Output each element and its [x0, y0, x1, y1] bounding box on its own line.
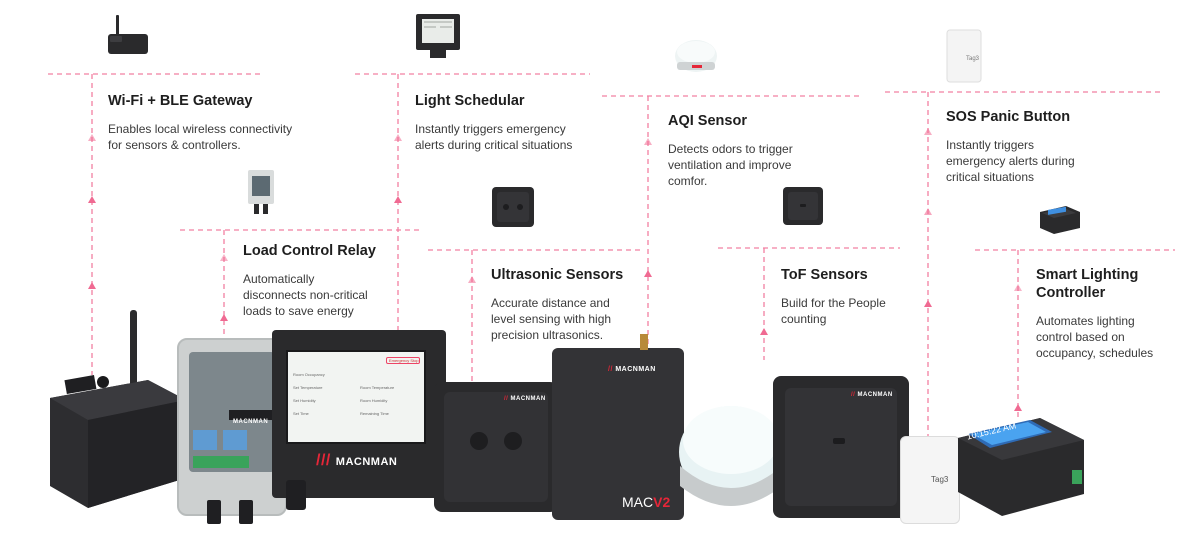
- panel-row: Remaining Time: [360, 411, 389, 416]
- light-schedular-device: Emergency Stop Room Occupancy Set Temper…: [272, 330, 446, 510]
- feature-desc: Instantly triggers emergency alerts duri…: [946, 138, 1075, 184]
- gateway-device: [50, 310, 186, 508]
- feature-tof: ToF Sensors Build for the People countin…: [781, 266, 981, 327]
- feature-title: Light Schedular: [415, 93, 525, 109]
- feature-desc: Accurate distance and level sensing with…: [491, 296, 612, 342]
- tof-device: // MACNMAN: [773, 376, 909, 518]
- mac-suffix: V2: [653, 494, 671, 510]
- relay-brand-badge: MACNMAN: [229, 410, 279, 425]
- mac-text: MAC: [622, 494, 654, 510]
- mac-model-label: MACV2: [622, 494, 670, 510]
- feature-sos: SOS Panic Button Instantly triggers emer…: [946, 108, 1146, 185]
- light-schedular-thumbnail: [416, 14, 460, 58]
- brand-text: MACNMAN: [335, 456, 398, 468]
- feature-desc: Build for the People counting: [781, 296, 886, 326]
- panel-row: Set Time: [293, 411, 309, 416]
- brand-text: MACNMAN: [233, 419, 269, 425]
- tof-thumbnail: [783, 187, 823, 225]
- brand-text: MACNMAN: [857, 392, 893, 398]
- feature-relay: Load Control Relay Automatically disconn…: [243, 242, 443, 319]
- feature-desc: Enables local wireless connectivity for …: [108, 122, 293, 152]
- ultrasonic-brand: // MACNMAN: [504, 396, 546, 402]
- feature-title: ToF Sensors: [781, 267, 868, 283]
- tof-brand: // MACNMAN: [851, 392, 893, 398]
- feature-desc: Automates lighting control based on occu…: [1036, 314, 1154, 360]
- mac-v2-device: // MACNMAN MACV2: [552, 334, 684, 520]
- tag-text: Tag3: [966, 56, 980, 62]
- panel-rows: Room Occupancy Set Temperature Set Humid…: [293, 368, 325, 420]
- feature-title: Wi-Fi + BLE Gateway: [108, 93, 253, 109]
- panel-screen: Emergency Stop Room Occupancy Set Temper…: [286, 350, 426, 444]
- feature-title: AQI Sensor: [668, 113, 747, 129]
- brand-text: MACNMAN: [510, 396, 546, 402]
- aqi-device: [679, 406, 783, 506]
- lighting-thumbnail: [1040, 206, 1080, 234]
- ultrasonic-thumbnail: [492, 187, 534, 227]
- feature-light-schedular: Light Schedular Instantly triggers emerg…: [415, 92, 615, 153]
- panel-row: Room Humidity: [360, 398, 388, 403]
- relay-device: MACNMAN: [177, 338, 287, 524]
- mac-brand: // MACNMAN: [608, 366, 656, 373]
- gateway-thumbnail: [108, 15, 148, 54]
- tag-label: Tag3: [931, 475, 949, 484]
- feature-title: Ultrasonic Sensors: [491, 267, 624, 283]
- panel-row: Set Humidity: [293, 398, 316, 403]
- feature-aqi: AQI Sensor Detects odors to trigger vent…: [668, 112, 868, 189]
- aqi-thumbnail: [675, 40, 717, 72]
- feature-title: SOS Panic Button: [946, 109, 1071, 125]
- ultrasonic-device: // MACNMAN: [434, 382, 558, 512]
- sos-thumbnail: Tag3: [946, 29, 982, 83]
- panel-rows-right: Room Temperature Room Humidity Remaining…: [360, 381, 394, 420]
- brand-text: MACNMAN: [615, 366, 656, 373]
- sos-device: Tag3: [900, 436, 960, 524]
- feature-desc: Instantly triggers emergency alerts duri…: [415, 122, 573, 152]
- feature-lighting: Smart Lighting Controller Automates ligh…: [1036, 266, 1200, 361]
- feature-title: Smart Lighting Controller: [1036, 267, 1139, 301]
- relay-thumbnail: [248, 170, 274, 214]
- panel-emergency-button: Emergency Stop: [386, 357, 420, 364]
- feature-desc: Automatically disconnects non-critical l…: [243, 272, 368, 318]
- lighting-device: [958, 418, 1084, 516]
- panel-row: Room Occupancy: [293, 372, 325, 377]
- feature-gateway: Wi-Fi + BLE Gateway Enables local wirele…: [108, 92, 308, 153]
- panel-row: Set Temperature: [293, 385, 323, 390]
- feature-ultrasonic: Ultrasonic Sensors Accurate distance and…: [491, 266, 691, 343]
- panel-row: Room Temperature: [360, 385, 395, 390]
- feature-title: Load Control Relay: [243, 243, 376, 259]
- panel-brand: /// MACNMAN: [316, 452, 398, 469]
- feature-desc: Detects odors to trigger ventilation and…: [668, 142, 793, 188]
